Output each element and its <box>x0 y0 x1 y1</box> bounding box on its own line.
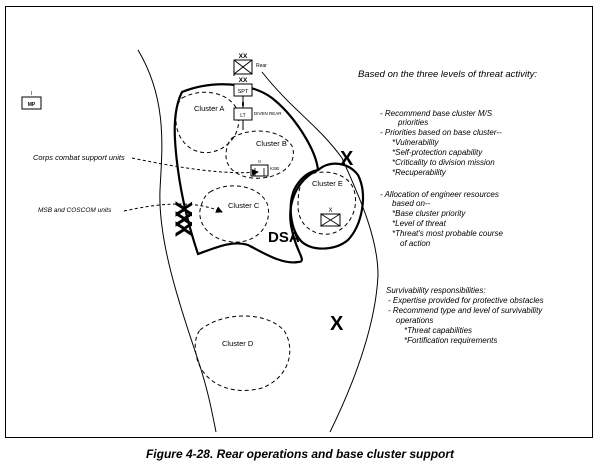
figure-frame <box>5 6 593 438</box>
panel-line: *Threat capabilities <box>404 326 472 335</box>
cluster-d-label: Cluster D <box>222 339 254 348</box>
rear-hq-symbol: XX Rear <box>233 53 267 76</box>
rear-operations-diagram: Cluster A Cluster B Cluster C Cluster D … <box>21 49 544 433</box>
cluster-a-outline <box>175 91 240 154</box>
mp-unit-label: MP <box>28 102 36 108</box>
div-rear-symbol: II LT DIVEN REAR <box>233 96 282 130</box>
right-zone-boundary <box>261 71 379 433</box>
dsa-label: DSA <box>268 229 300 246</box>
div-rear-tag: DIVEN REAR <box>254 111 282 116</box>
rear-hq-tag: Rear <box>256 63 267 69</box>
cluster-c-label: Cluster C <box>228 201 260 210</box>
panel-line: *Recuperability <box>392 168 447 177</box>
panel-line: - Priorities based on base cluster-- <box>380 128 502 137</box>
panel-line: priorities <box>397 118 428 127</box>
cluster-e-region <box>289 162 365 250</box>
panel-heading: Based on the three levels of threat acti… <box>358 69 537 80</box>
corps-support-arrow <box>131 157 259 177</box>
panel-line: *Vulnerability <box>392 138 440 147</box>
panel-line: *Fortification requirements <box>404 336 497 345</box>
panel-line: - Expertise provided for protective obst… <box>388 296 544 305</box>
boundary-mark-left: XXX <box>170 201 197 237</box>
boundary-mark-lower-right: X <box>330 313 344 335</box>
cluster-e-unit-symbol: X <box>320 208 341 227</box>
panel-line: based on-- <box>392 199 431 208</box>
panel-section-priorities: - Recommend base cluster M/S priorities … <box>380 109 502 177</box>
panel-line: of action <box>400 239 431 248</box>
panel-section-survivability: Survivability responsibilities: - Expert… <box>386 286 544 345</box>
ksb-unit-tag: KSB <box>270 166 279 171</box>
cluster-d-outline <box>194 315 291 391</box>
panel-line: *Base cluster priority <box>392 209 466 218</box>
left-zone-boundary <box>137 49 217 433</box>
cluster-e-label: Cluster E <box>312 179 343 188</box>
panel-section-engineer: - Allocation of engineer resources based… <box>380 190 503 248</box>
mp-unit-echelon: I <box>31 91 32 97</box>
rear-hq-echelon: XX <box>239 53 248 60</box>
panel-line: - Recommend type and level of survivabil… <box>388 306 543 315</box>
cluster-c-outline <box>199 185 270 243</box>
panel-line: - Recommend base cluster M/S <box>380 109 493 118</box>
panel-line: - Allocation of engineer resources <box>380 190 499 199</box>
mp-unit-symbol: I MP <box>21 91 42 110</box>
panel-line: operations <box>396 316 433 325</box>
div-rear-echelon: II <box>242 102 245 108</box>
div-rear-label: LT <box>240 113 245 119</box>
cluster-e-unit-echelon: X <box>328 208 332 214</box>
cluster-a-label: Cluster A <box>194 104 224 113</box>
msb-label: MSB and COSCOM units <box>38 207 112 214</box>
cluster-e-outline <box>297 171 356 235</box>
panel-line: *Criticality to division mission <box>392 158 495 167</box>
ksb-unit-symbol: II KSB <box>250 159 279 177</box>
panel-line: *Threat's most probable course <box>392 229 503 238</box>
panel-line: Survivability responsibilities: <box>386 286 486 295</box>
cluster-b-outline <box>225 130 294 179</box>
dsa-boundary <box>173 83 320 264</box>
panel-line: *Level of threat <box>392 219 447 228</box>
ksb-unit-echelon: II <box>258 159 261 164</box>
spt-hq-symbol: XX SPT <box>233 77 253 97</box>
spt-hq-echelon: XX <box>239 77 248 84</box>
panel-line: *Self-protection capability <box>392 148 483 157</box>
spt-hq-label: SPT <box>238 89 249 95</box>
corps-support-label: Corps combat support units <box>33 153 125 162</box>
boundary-mark-upper-right: X <box>340 148 354 170</box>
msb-arrow <box>123 203 223 213</box>
cluster-b-label: Cluster B <box>256 139 287 148</box>
figure-caption: Figure 4-28. Rear operations and base cl… <box>145 447 455 461</box>
